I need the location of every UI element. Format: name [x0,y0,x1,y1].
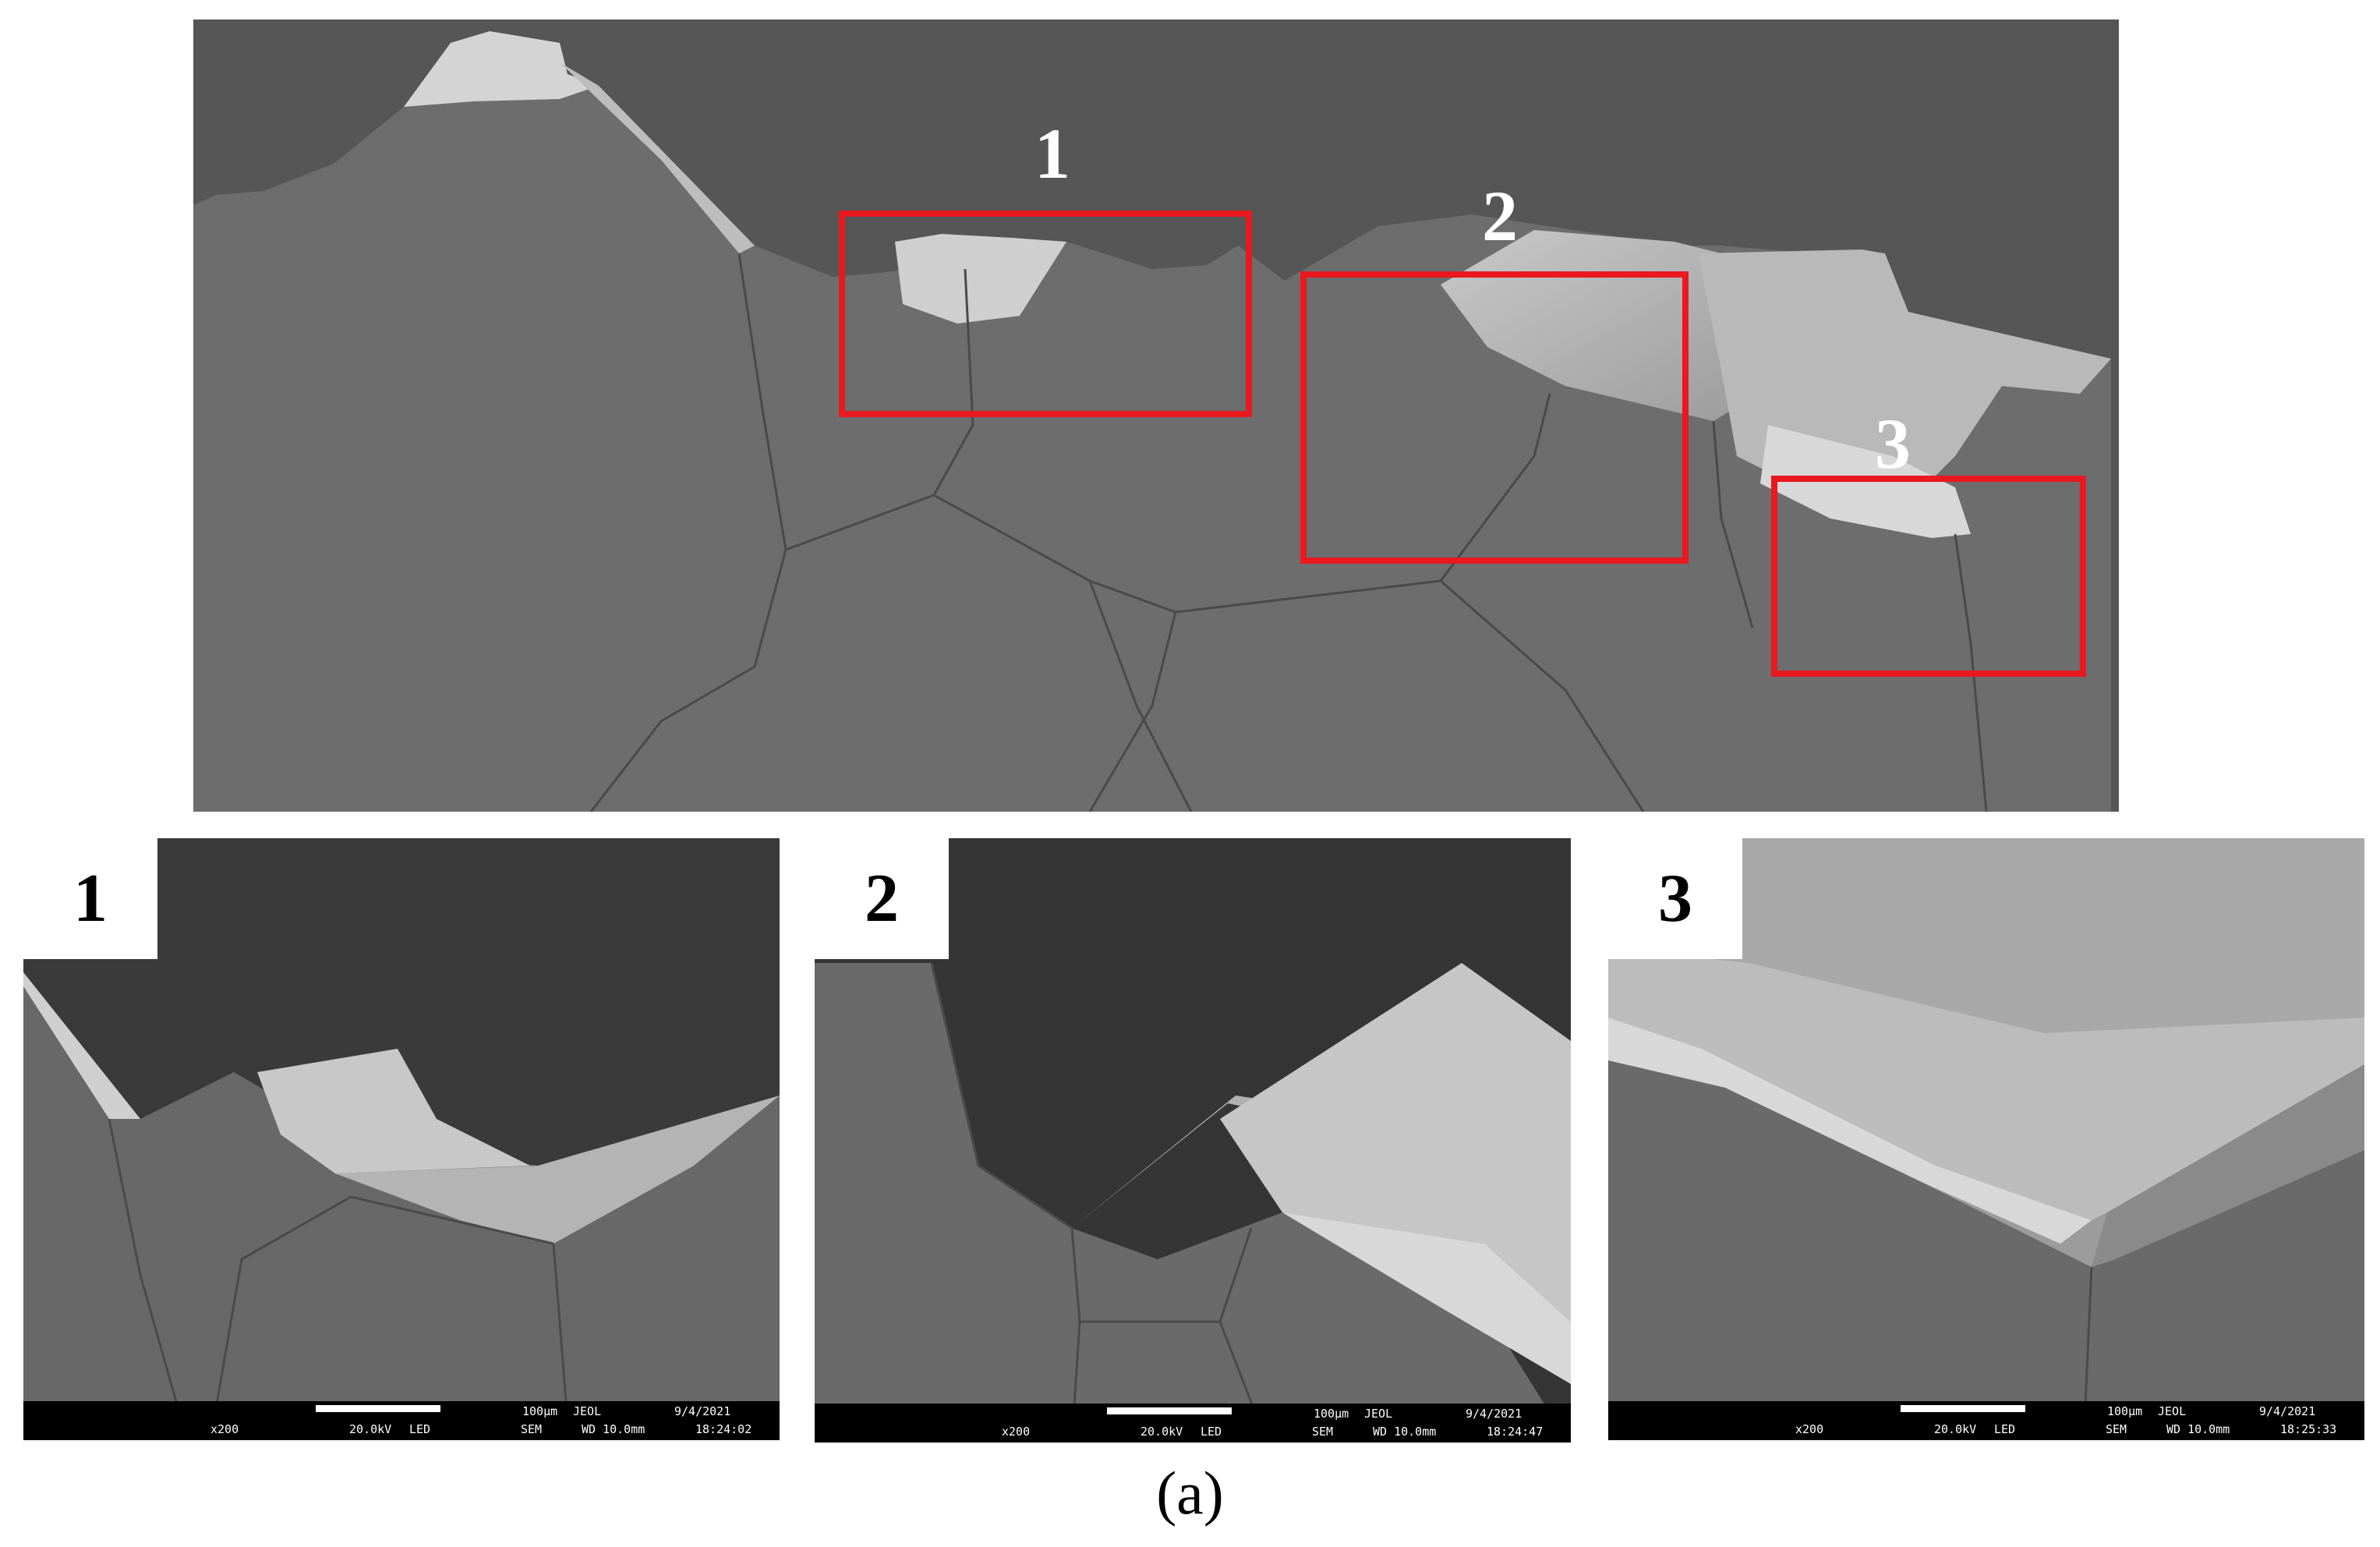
panel-label-3: 3 [1608,838,1742,959]
roi-label-2: 2 [1482,176,1518,256]
sem-info-bar-1: 100μm JEOL 9/4/2021 x200 20.0kV LED SEM … [23,1401,780,1440]
mode-text: SEM [2106,1422,2127,1436]
overview-sem-image: 1 2 3 [193,19,2119,812]
time-text: 18:24:47 [1487,1425,1544,1439]
detail-image-1 [23,972,780,1440]
panel-label-2: 2 [815,838,949,959]
detail-image-2 [815,962,1571,1443]
sem-info-bar-3: 100μm JEOL 9/4/2021 x200 20.0kV LED SEM … [1608,1401,2364,1440]
voltage-text: 20.0kV [1140,1425,1183,1439]
magnification-text: x200 [210,1422,239,1436]
roi-box-1 [839,211,1252,417]
detector-text: LED [409,1422,431,1436]
detail-panel-2: 2 100μm JEOL 9/4/2021 x200 20.0kV LED SE… [815,838,1571,1443]
roi-box-3 [1771,476,2086,677]
working-distance-text: WD 10.0mm [1373,1425,1437,1439]
time-text: 18:25:33 [2280,1422,2337,1436]
roi-box-2 [1300,271,1689,564]
overview-fracture-surface [193,31,2111,812]
scale-text: 100μm [1314,1407,1349,1421]
scale-bar-1 [316,1405,440,1412]
detail-panel-1: 1 100μm JEOL 9/4/2021 x200 20.0kV LED SE… [23,838,780,1440]
panel-label-1: 1 [23,838,157,959]
magnification-text: x200 [1002,1425,1031,1439]
scale-text: 100μm [2107,1404,2143,1418]
date-text: 9/4/2021 [2259,1404,2316,1418]
voltage-text: 20.0kV [349,1422,392,1436]
roi-label-1: 1 [1034,114,1070,193]
magnification-text: x200 [1795,1422,1824,1436]
working-distance-text: WD 10.0mm [2166,1422,2230,1436]
scale-bar-3 [1901,1405,2025,1412]
roi-label-3: 3 [1875,404,1911,483]
mode-text: SEM [1312,1425,1334,1439]
scale-text: 100μm [522,1404,558,1418]
detector-text: LED [1201,1425,1222,1439]
time-text: 18:24:02 [695,1422,752,1436]
mode-text: SEM [521,1422,543,1436]
detector-text: LED [1994,1422,2016,1436]
date-text: 9/4/2021 [674,1404,731,1418]
sem-info-bar-2: 100μm JEOL 9/4/2021 x200 20.0kV LED SEM … [815,1404,1571,1443]
scale-bar-2 [1107,1407,1232,1414]
date-text: 9/4/2021 [1466,1407,1522,1421]
vendor-text: JEOL [1364,1407,1393,1421]
voltage-text: 20.0kV [1934,1422,1977,1436]
detail-panel-3: 3 100μm JEOL 9/4/2021 x200 20.0kV LED SE… [1608,838,2364,1440]
vendor-text: JEOL [573,1404,602,1418]
vendor-text: JEOL [2158,1404,2187,1418]
figure-caption: (a) [1156,1459,1224,1527]
working-distance-text: WD 10.0mm [582,1422,645,1436]
detail-image-3 [1608,838,2364,1440]
